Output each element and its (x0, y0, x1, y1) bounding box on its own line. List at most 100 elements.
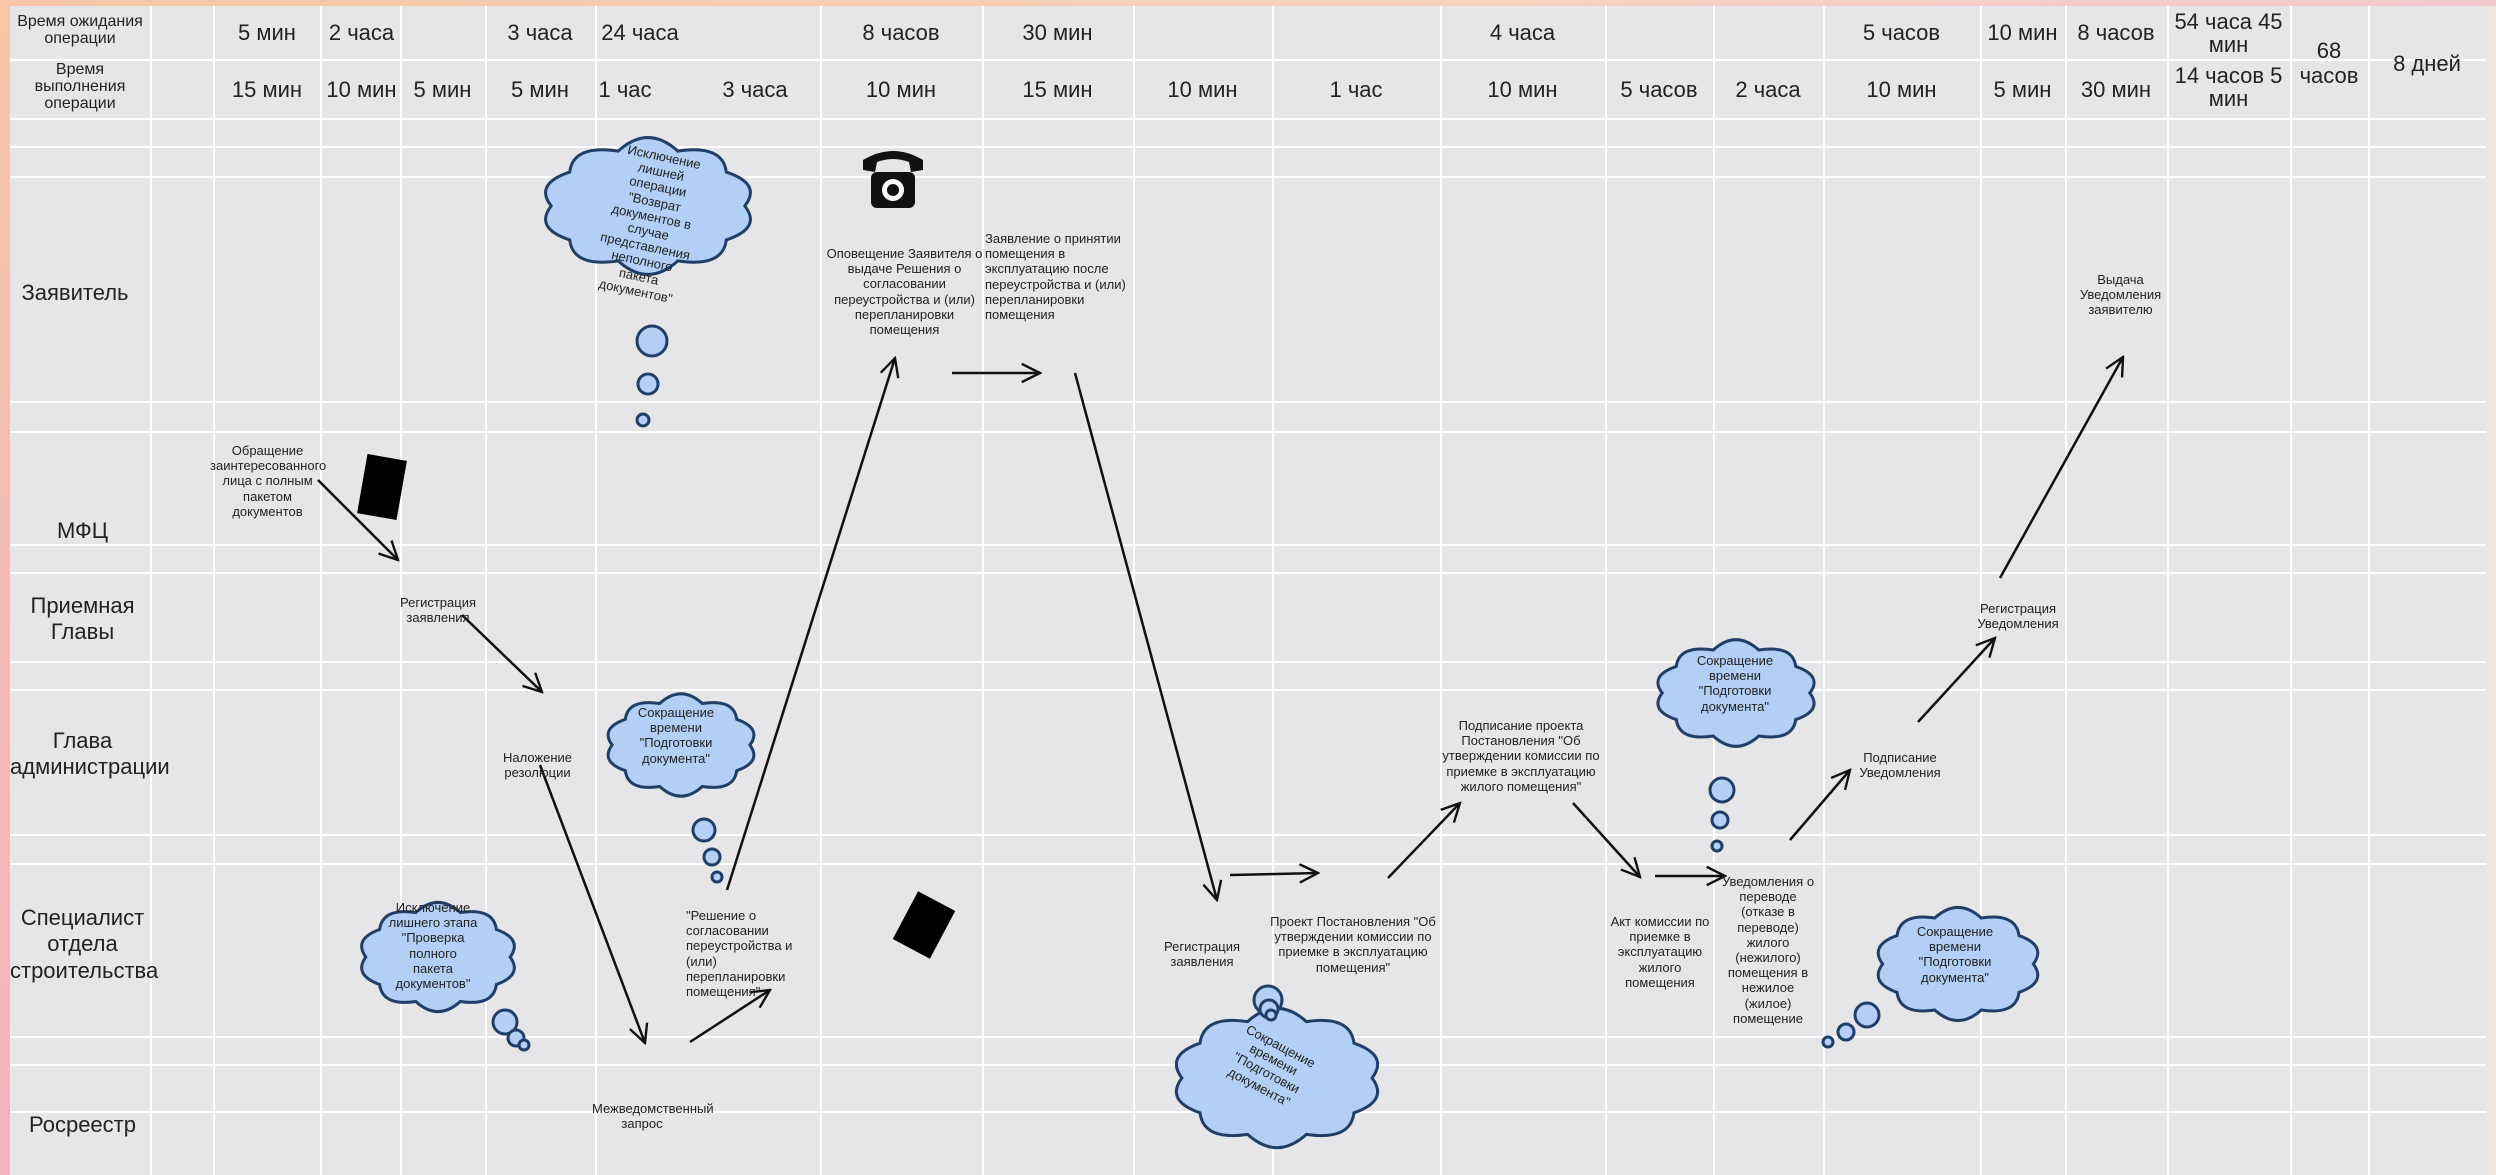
grid-line (1980, 6, 1982, 1175)
cloud-bubble (702, 847, 722, 867)
cloud-text-c2: Сокращение времени "Подготовки документа… (637, 705, 715, 766)
clouds-layer (360, 136, 2040, 1150)
cloud-bubble (1821, 1035, 1835, 1049)
thought-cloud-c5 (1656, 638, 1816, 853)
cloud-shape (1656, 638, 1816, 748)
step-project: Проект Постановления "Об утверждении ком… (1270, 914, 1436, 975)
wait-time-cell: 8 часов (862, 20, 940, 45)
exec-time-cell: 15 мин (1022, 77, 1093, 102)
grid-line (320, 6, 322, 1175)
step-registration2: Регистрация заявления (1164, 939, 1240, 970)
cloud-shape (1174, 1006, 1380, 1150)
grid-line (10, 689, 2486, 691)
step-signing: Подписание проекта Постановления "Об утв… (1442, 718, 1600, 794)
wait-time-cell: 10 мин (1987, 20, 2058, 45)
telephone-icon (863, 151, 923, 208)
arrow (689, 990, 770, 1044)
cloud-text-c3: Исключение лишнего этапа "Проверка полно… (388, 900, 478, 992)
arrow (1572, 802, 1640, 877)
wait-time-cell: 5 часов (1862, 20, 1941, 45)
grid-line (982, 6, 984, 1175)
wait-time-cell: 3 часа (507, 20, 573, 45)
grid-line (2065, 6, 2067, 1175)
wait-time-cell: 2 часа (328, 20, 395, 45)
exec-time-cell: 14 часов 5 мин (2174, 63, 2283, 112)
cloud-bubble (636, 372, 660, 396)
exec-time-cell: 5 мин (413, 77, 472, 102)
arrow (1789, 770, 1850, 841)
exec-time-cell: 5 мин (511, 77, 569, 102)
thought-cloud-c2 (606, 692, 756, 884)
grid-line (1823, 6, 1825, 1175)
exec-time-cell: 30 мин (2080, 77, 2152, 102)
arrow (1073, 372, 1217, 900)
grid-line (10, 544, 2486, 546)
step-registration: Регистрация заявления (400, 595, 476, 626)
document-icon (357, 453, 407, 521)
grid-line (2368, 6, 2370, 1175)
grid-line (2167, 6, 2169, 1175)
arrow (461, 614, 542, 692)
step-notify: Оповещение Заявителя о выдаче Решения о … (826, 246, 983, 338)
cloud-bubble (517, 1038, 531, 1052)
step-act: Акт комиссии по приемке в эксплуатацию ж… (1610, 914, 1710, 990)
step-decision: "Решение о согласовании переустройства и… (686, 908, 793, 1000)
grid-line (400, 6, 402, 1175)
lane-reception: Приемная Главы (30, 593, 135, 645)
step-interagency: Межведомственный запрос (592, 1101, 714, 1132)
exec-time-cell: 3 часа (722, 77, 788, 102)
grid-line (1440, 6, 1442, 1175)
cloud-shape (606, 692, 756, 798)
step-issue-notice: Выдача Уведомления заявителю (2079, 272, 2162, 318)
arrow (1229, 873, 1318, 875)
wait-time-cell: 30 мин (1022, 20, 1093, 45)
wait-time-cell: 5 мин (238, 20, 296, 45)
arrow (1998, 357, 2123, 579)
grid-background (10, 6, 2486, 1175)
cloud-bubble (635, 324, 669, 358)
grid-line (595, 6, 597, 1175)
exec-time-cell: 10 мин (1487, 77, 1558, 102)
step-notices: Уведомления о переводе (отказе в перевод… (1721, 874, 1815, 1026)
grid-line (213, 6, 215, 1175)
cloud-bubble (1264, 1008, 1278, 1022)
thought-cloud-c4 (1174, 984, 1380, 1150)
wait-time-cell: 8 часов (2077, 20, 2155, 45)
grid-line (1272, 6, 1274, 1175)
exec-time-cell: 1 час (1329, 77, 1383, 102)
cloud-text-c5: Сокращение времени "Подготовки документа… (1696, 653, 1774, 714)
cloud-shape (360, 900, 516, 1014)
cloud-bubble (1708, 776, 1736, 804)
grid-line (10, 431, 2486, 433)
exec-time-cell: 15 мин (231, 77, 303, 102)
cloud-bubble (491, 1008, 519, 1036)
arrow (317, 479, 398, 560)
thought-cloud-c6 (1821, 905, 2040, 1049)
exec-time-cell: 10 мин (865, 77, 937, 102)
step-appeal: Обращение заинтересованного лица с полны… (210, 443, 327, 519)
cloud-bubble (1710, 810, 1730, 830)
exec-time-label: Время выполнения операции (34, 61, 126, 112)
exec-time-cell: 10 мин (1167, 77, 1238, 102)
grid-line (10, 176, 2486, 178)
grid-line (1713, 6, 1715, 1175)
exec-time-cell: 10 мин (1866, 77, 1937, 102)
exec-time-cell: 2 часа (1735, 77, 1801, 102)
grid-line (10, 834, 2486, 836)
arrow (1917, 638, 1995, 723)
lane-head: Глава администрации (10, 728, 170, 780)
step-resolution: Наложение резолюции (502, 750, 573, 781)
step-application-accept: Заявление о принятии помещения в эксплуа… (985, 231, 1126, 323)
lane-mfc: МФЦ (56, 518, 109, 543)
grid-line (10, 118, 2486, 120)
arrow (1387, 803, 1460, 879)
grid-line (485, 6, 487, 1175)
lane-rosreestr: Росреестр (29, 1112, 136, 1137)
cloud-shape (544, 136, 752, 276)
total-days: 8 дней (2393, 51, 2461, 76)
cloud-bubble (710, 870, 724, 884)
grid-line (10, 863, 2486, 865)
left-border (0, 0, 10, 1175)
